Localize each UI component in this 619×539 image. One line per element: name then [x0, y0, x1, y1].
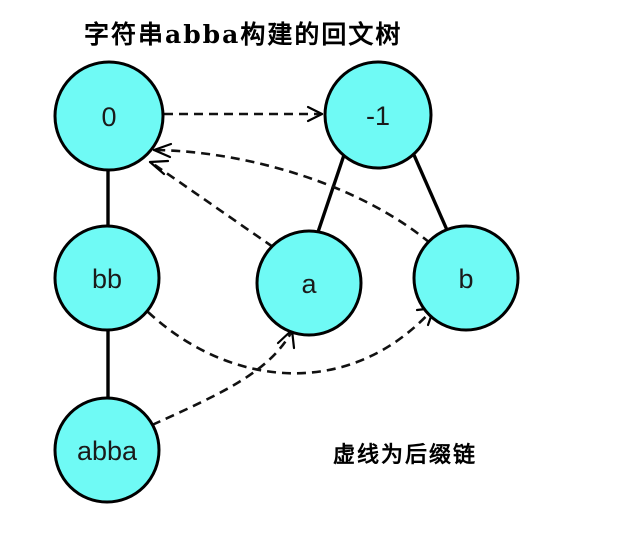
node-circle-b[interactable]	[412, 224, 520, 332]
node-root0[interactable]: 0	[53, 60, 165, 172]
node-label-bb: bb	[92, 264, 122, 294]
arrowhead-a-root0	[148, 159, 170, 176]
node-bb[interactable]: bb	[53, 224, 161, 332]
node-label-abba: abba	[77, 436, 138, 466]
node-label-a: a	[301, 269, 317, 299]
node-b[interactable]: b	[412, 224, 520, 332]
arrowhead-b-root0	[152, 142, 173, 159]
suffix-link-b-root0	[156, 148, 431, 245]
suffix-link-a-root0	[151, 161, 274, 249]
node-abba[interactable]: abba	[53, 396, 161, 504]
arrowhead-root0-rootm1	[306, 105, 324, 123]
node-circle-rootm1[interactable]	[323, 60, 433, 170]
node-circle-root0[interactable]	[53, 60, 165, 172]
node-rootm1[interactable]: -1	[323, 60, 433, 170]
node-circle-a[interactable]	[255, 229, 363, 337]
node-label-b: b	[458, 264, 473, 294]
suffix-link-bb-b	[147, 309, 433, 375]
node-circle-bb[interactable]	[53, 224, 161, 332]
diagram-title: 字符串abba构建的回文树	[84, 20, 402, 49]
tree-edge-rootm1-b	[412, 154, 449, 231]
tree-edge-rootm1-a	[316, 154, 346, 233]
node-a[interactable]: a	[255, 229, 363, 337]
node-circle-abba[interactable]	[53, 396, 161, 504]
legend-caption: 虚线为后缀链	[333, 442, 477, 468]
node-label-root0: 0	[101, 102, 116, 132]
node-label-rootm1: -1	[366, 101, 390, 131]
suffix-link-abba-a	[151, 332, 293, 427]
